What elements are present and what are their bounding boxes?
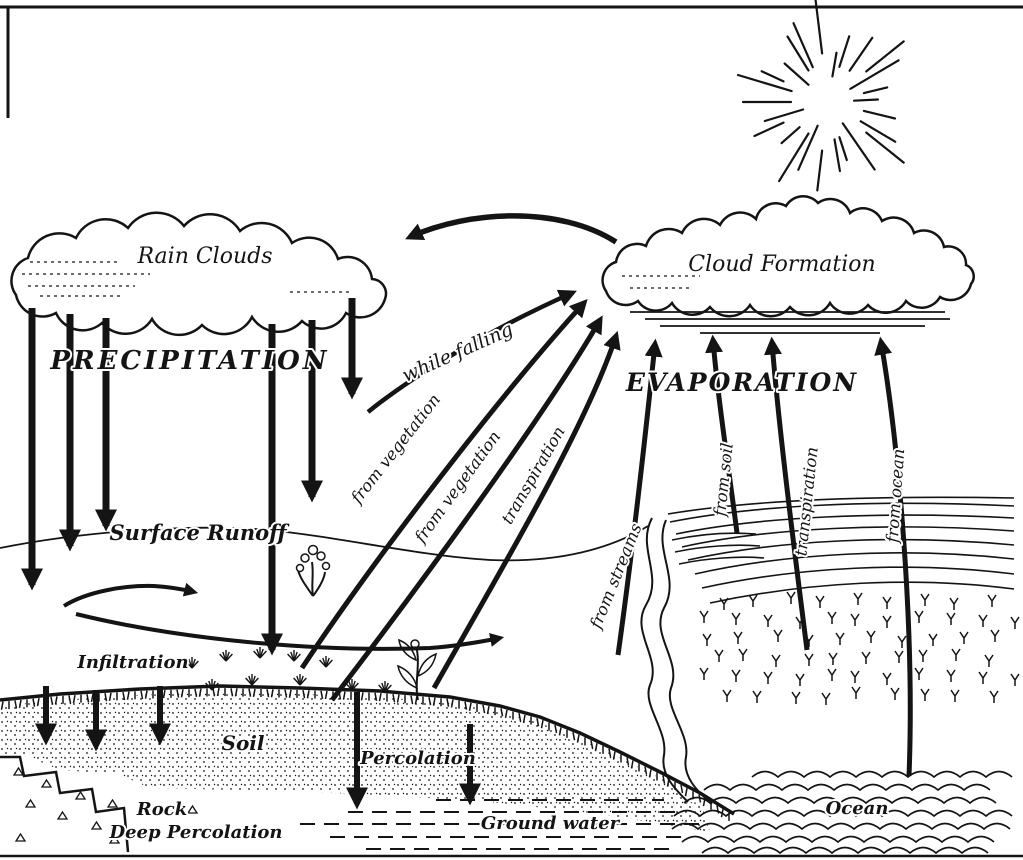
vegetation-field: [699, 591, 1020, 705]
surface-runoff-arrow-short: [62, 582, 199, 608]
label-rock: Rock: [136, 799, 187, 820]
arrow-from-ocean: [874, 336, 913, 777]
arrow-from-vegetation-1: [299, 299, 588, 670]
ground-water-zone: [300, 799, 700, 850]
infiltration-arrows: [35, 686, 171, 752]
ground-surface: [0, 684, 735, 816]
label-while-falling: while falling: [399, 318, 517, 386]
rain-cloud: [10, 211, 388, 337]
label-ocean: Ocean: [826, 798, 889, 819]
rock-cliff: [0, 755, 130, 853]
surface-runoff-arrow-long: [75, 612, 505, 651]
arrow-transpiration-1: [431, 330, 621, 690]
arrow-transpiration-2: [763, 336, 810, 651]
label-precipitation: PRECIPITATION: [49, 346, 329, 376]
ground-surface-hatch: [0, 687, 730, 821]
label-from-streams: from streams: [585, 521, 645, 633]
label-deep-percolation: Deep Percolation: [108, 822, 282, 843]
label-cloud-formation: Cloud Formation: [688, 252, 875, 277]
terraced-field: [667, 496, 1015, 604]
rock-texture: [12, 766, 199, 844]
label-surface-runoff: Surface Runoff: [110, 520, 291, 545]
label-infiltration: Infiltration: [76, 652, 188, 673]
evaporation-arrows: [299, 299, 913, 777]
ocean-water: [671, 770, 1013, 855]
sun-icon: [736, 0, 905, 192]
label-percolation: Percolation: [359, 748, 476, 769]
cloud-formation-cloud: [601, 195, 975, 334]
hillside-line: [0, 525, 649, 562]
label-evaporation: EVAPORATION: [625, 368, 858, 397]
arrow-from-streams: [615, 338, 663, 656]
bush-plant: [295, 544, 331, 597]
percolation-arrows: [346, 692, 481, 810]
stream: [640, 517, 713, 805]
label-soil: Soil: [222, 731, 265, 755]
while-falling-arrow: [366, 289, 577, 414]
grass-tufts: [185, 647, 392, 693]
label-ground-water: Ground water: [481, 813, 621, 834]
cloud-transfer-arrow: [405, 213, 618, 245]
arrow-from-soil: [705, 334, 740, 534]
precipitation-arrows: [21, 298, 363, 656]
arrow-from-vegetation-2: [330, 315, 603, 702]
label-rain-clouds: Rain Clouds: [136, 244, 272, 269]
